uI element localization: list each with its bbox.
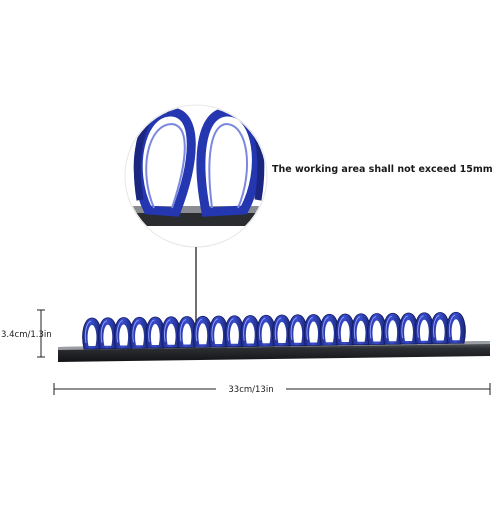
comb-loop	[177, 316, 197, 348]
comb-loop	[398, 312, 419, 345]
comb-loop	[82, 317, 102, 350]
comb-loop	[272, 314, 292, 347]
zoom-detail-circle	[124, 104, 268, 248]
comb-loop	[208, 315, 229, 348]
comb-loop	[256, 314, 276, 347]
comb-loop	[319, 313, 340, 346]
comb-loop	[98, 317, 118, 350]
comb-loop	[351, 313, 371, 346]
comb-loop	[382, 312, 403, 345]
comb-loop	[145, 316, 166, 349]
comb-loop	[335, 313, 356, 346]
comb-loops	[82, 311, 466, 350]
comb-loop	[224, 315, 245, 348]
comb-loop	[367, 313, 387, 345]
binding-comb-strip	[58, 311, 490, 362]
comb-loop	[192, 315, 213, 348]
callout-text: The working area shall not exceed 15mm	[272, 164, 493, 175]
height-label: 3.4cm/1.3in	[1, 330, 52, 340]
comb-loop	[414, 312, 435, 345]
width-label: 33cm/13in	[216, 385, 286, 395]
comb-loop	[240, 315, 261, 347]
height-dimension	[37, 309, 45, 358]
comb-loop	[446, 311, 466, 344]
